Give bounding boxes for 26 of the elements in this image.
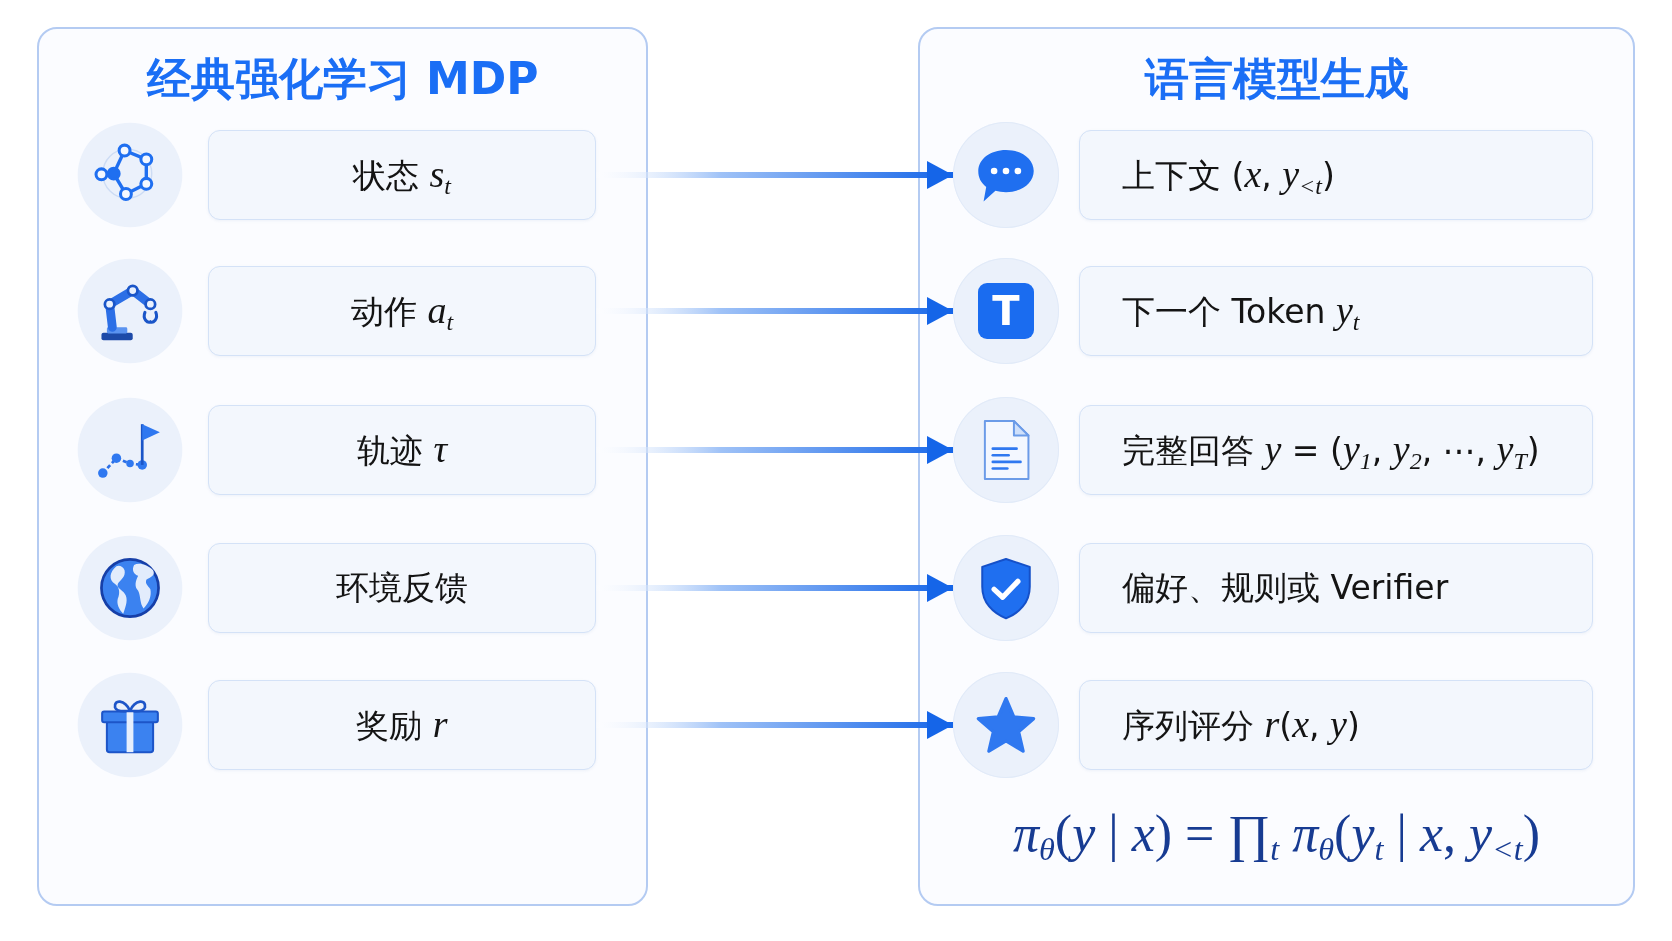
concept-label: 动作 a$_{t}$ <box>350 288 454 334</box>
concept-card <box>208 405 596 495</box>
letter-tile: T <box>978 283 1034 339</box>
concept-label: 轨迹 τ <box>356 427 448 473</box>
concept-card <box>208 130 596 220</box>
panel <box>37 27 648 906</box>
concept-label: 偏好、规则或 Verifier <box>1122 568 1449 608</box>
concept-card <box>1079 405 1593 495</box>
panel-title: 经典强化学习 MDP <box>146 54 539 104</box>
concept-card <box>1079 266 1593 356</box>
concept-label: 状态 s$_{t}$ <box>353 152 451 198</box>
panel-title: 语言模型生成 <box>1144 54 1409 104</box>
concept-label: 奖励 r <box>356 702 448 748</box>
concept-card <box>1079 680 1593 770</box>
concept-label: 环境反馈 <box>336 568 468 608</box>
concept-label: 下一个 Token y$_{t}$ <box>1122 288 1360 334</box>
concept-card <box>1079 130 1593 220</box>
concept-label: 序列评分 r(x, y) <box>1122 702 1360 748</box>
concept-card <box>208 543 596 633</box>
formula: π$_{θ}$(y | x) = ∏$_{t}$ π$_{θ}$(y$_{t}$ | x, y$_{<t}$) <box>1012 805 1541 863</box>
concept-label: 上下文 (x, y$_{<t}$) <box>1122 152 1335 198</box>
concept-card <box>208 680 596 770</box>
concept-card <box>1079 543 1593 633</box>
concept-card <box>208 266 596 356</box>
panel <box>918 27 1635 906</box>
concept-label: 完整回答 y = (y$_{1}$, y$_{2}$, ⋯, y$_{T}$) <box>1122 427 1540 473</box>
